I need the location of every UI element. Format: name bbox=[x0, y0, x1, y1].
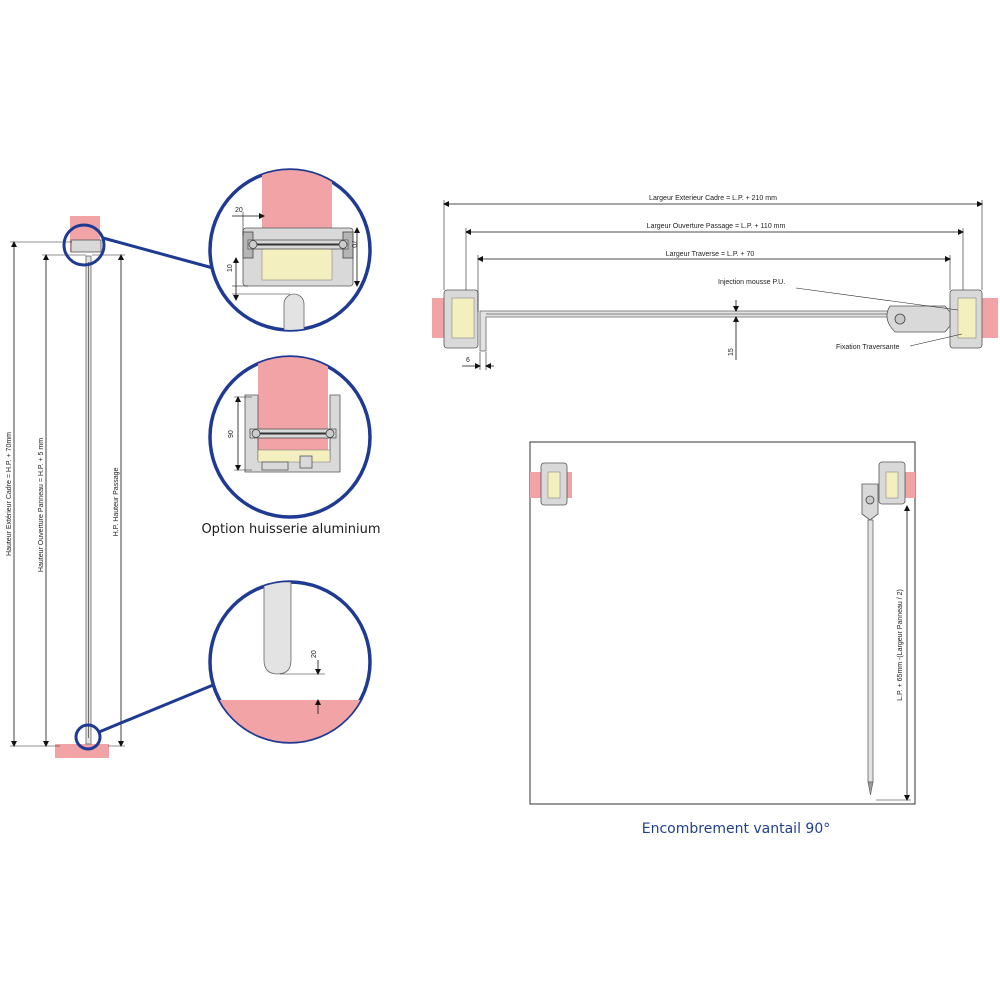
detail-circle-aluminium: 90 bbox=[208, 355, 372, 519]
detail-top-dim-70: 70 bbox=[350, 240, 357, 248]
label-injection-pu: Injection mousse P.U. bbox=[718, 279, 785, 286]
caption-aluminium-option: Option huisserie aluminium bbox=[201, 522, 380, 537]
detail-marker-top bbox=[62, 223, 106, 267]
plan-hinge bbox=[886, 305, 951, 333]
left-elevation: Hauteur Extérieur Cadre = H.P. + 70mm Ha… bbox=[6, 216, 219, 758]
dim-text-panel-opening-height: Hauteur Ouverture Panneau = H.P. + 5 mm bbox=[38, 438, 45, 572]
dim-text-passage-height: H.P. Hauteur Passage bbox=[113, 468, 120, 537]
swing-door-leaf bbox=[867, 519, 874, 783]
caption-leaf-clearance: Encombrement vantail 90° bbox=[642, 821, 830, 837]
detail-top-dim-10: 10 bbox=[227, 264, 234, 272]
dim-text-crossbar-width: Largeur Traverse = L.P. + 70 bbox=[666, 251, 755, 258]
detail-circle-top: 20 70 10 bbox=[208, 168, 372, 332]
leader-top bbox=[102, 236, 214, 270]
plan-dim-15: 15 bbox=[728, 348, 735, 356]
plan-dim-6: 6 bbox=[466, 357, 470, 364]
detail-aluminium-dim-90: 90 bbox=[228, 430, 235, 438]
detail-marker-bottom bbox=[74, 723, 102, 751]
dim-text-outer-frame-height: Hauteur Extérieur Cadre = H.P. + 70mm bbox=[6, 432, 13, 556]
detail-bottom-dim-20: 20 bbox=[311, 650, 318, 658]
detail-circle-bottom: 20 bbox=[208, 580, 372, 744]
label-fixation-traversante: Fixation Traversante bbox=[836, 344, 900, 351]
swing-view: L.P. + 65mm -(Largeur Panneau / 2) bbox=[529, 441, 916, 805]
dim-text-passage-opening-width: Largeur Ouverture Passage = L.P. + 110 m… bbox=[647, 223, 786, 230]
detail-top-dim-20: 20 bbox=[235, 207, 243, 214]
dim-text-leaf-clearance: L.P. + 65mm -(Largeur Panneau / 2) bbox=[897, 589, 904, 701]
frame-head-profile bbox=[70, 239, 102, 253]
dim-text-outer-frame-width: Largeur Exterieur Cadre = L.P. + 210 mm bbox=[649, 195, 777, 202]
swing-view-frame bbox=[529, 441, 916, 805]
plan-door-leaf bbox=[479, 310, 891, 352]
leader-bottom bbox=[98, 681, 219, 734]
plan-view: Largeur Exterieur Cadre = L.P. + 210 mm … bbox=[432, 195, 998, 370]
